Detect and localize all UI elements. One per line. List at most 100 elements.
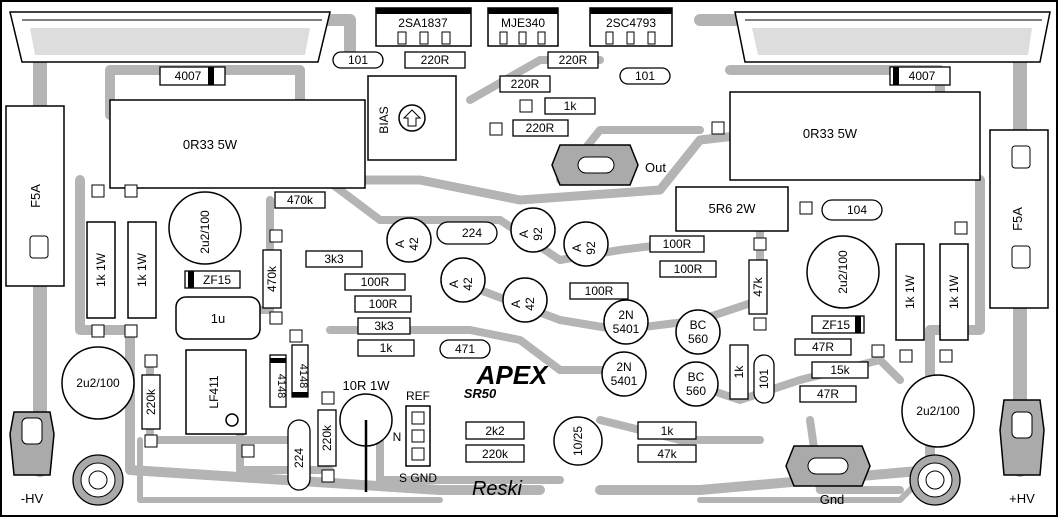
mounting-hole-left — [72, 454, 124, 506]
zener-zf15-left-label: ZF15 — [203, 273, 231, 287]
transistor-mje340: MJE340 — [487, 7, 559, 47]
zener-zf15-left — [184, 270, 241, 289]
transistor-mje340-label: MJE340 — [501, 16, 545, 30]
transistor-2n5401-b — [601, 351, 647, 397]
resistor-1k1w-d — [939, 243, 969, 341]
cap-2u2-top-right — [806, 235, 880, 309]
resistor-10r-label: 10R 1W — [343, 378, 391, 393]
resistor-47k-h — [637, 444, 697, 463]
cap-224-b-label: 224 — [292, 448, 306, 468]
zener-zf15-right-label: ZF15 — [822, 318, 850, 332]
bias-trimmer: BIAS — [367, 75, 457, 161]
diode-4007-left-label: 4007 — [175, 69, 202, 83]
a42-2-n: 42 — [461, 277, 475, 291]
transistor-a92-1 — [510, 207, 556, 253]
resistor-100r-c — [649, 235, 705, 253]
reski-signature: Reski — [472, 478, 523, 500]
transistor-2sa1837-label: 2SA1837 — [398, 16, 448, 30]
resistor-1k-mid-label: 1k — [380, 341, 394, 355]
resistor-0r33-right — [729, 91, 981, 181]
resistor-220r-d-label: 220R — [526, 121, 555, 135]
plus-hv-label: +HV — [1009, 491, 1035, 506]
t2n5401-a-bot: 5401 — [613, 322, 640, 336]
cap-224-b — [287, 419, 311, 491]
n-label: N — [393, 430, 402, 444]
transistor-2sc4793-label: 2SC4793 — [606, 16, 656, 30]
resistor-220k-c — [465, 444, 525, 463]
cap-471-label: 471 — [455, 342, 475, 356]
cap-2u2-bottom-left — [61, 346, 135, 420]
cap-2u2-bottom-left-label: 2u2/100 — [76, 376, 120, 390]
cap-1u-label: 1u — [211, 311, 225, 326]
cap-224-a — [436, 221, 498, 245]
resistor-47r-a — [794, 338, 852, 356]
out-label: Out — [645, 160, 666, 175]
resistor-220r-d — [512, 119, 569, 137]
cap-101-v — [753, 354, 775, 404]
resistor-0r33-left — [109, 99, 366, 189]
mounting-hole-right — [909, 454, 961, 506]
cap-2u2-bottom-right — [901, 374, 975, 448]
diode-4148-a — [269, 354, 287, 408]
transistor-a42-2 — [440, 257, 486, 303]
resistor-1k-v-label: 1k — [732, 365, 746, 379]
resistor-47r-b-label: 47R — [817, 387, 839, 401]
minus-hv-pad — [9, 411, 55, 476]
resistor-1k-b — [637, 421, 697, 440]
resistor-220r-b — [547, 51, 599, 69]
resistor-100r-b — [354, 295, 412, 313]
transistor-a42-3 — [502, 277, 548, 323]
cap-101-top-label: 101 — [348, 53, 368, 67]
resistor-2k2 — [465, 421, 525, 440]
t2n5401-b-bot: 5401 — [611, 374, 638, 388]
plus-hv-pad — [999, 399, 1045, 476]
cap-224-a-label: 224 — [462, 226, 482, 240]
resistor-1k1w-c — [895, 243, 925, 341]
diode-4007-right — [889, 66, 951, 86]
resistor-47k-v-label: 47k — [751, 276, 765, 296]
t2n5401-a-top: 2N — [618, 308, 633, 322]
resistor-100r-a — [344, 273, 406, 291]
resistor-1k-b-label: 1k — [661, 424, 675, 438]
resistor-5r6 — [675, 186, 789, 232]
cap-101-right — [619, 67, 671, 85]
cap-2u2-top-left-label: 2u2/100 — [198, 210, 212, 254]
fuse-right-label: F5A — [1010, 207, 1025, 231]
resistor-220k-b — [317, 409, 337, 467]
resistor-0r33-right-label: 0R33 5W — [803, 126, 858, 141]
transistor-2sc4793: 2SC4793 — [589, 7, 673, 47]
svg-text:APEX: APEX — [476, 360, 549, 390]
diode-4148-a-label: 4148 — [275, 374, 287, 398]
zener-zf15-right — [811, 315, 865, 334]
resistor-470k-v-label: 470k — [265, 265, 279, 292]
resistor-1k-v — [729, 344, 749, 400]
resistor-15k — [811, 361, 869, 379]
resistor-470k-v — [262, 249, 282, 309]
transistor-a42-1 — [386, 217, 432, 263]
bc560-b-top: BC — [688, 370, 705, 384]
cap-10-25-label: 10/25 — [571, 426, 585, 456]
resistor-470k-h — [274, 191, 326, 209]
resistor-1k1w-c-label: 1k 1W — [903, 274, 917, 309]
resistor-47r-a-label: 47R — [812, 340, 834, 354]
a92-2-a: A — [570, 244, 584, 252]
cap-2u2-top-right-label: 2u2/100 — [836, 250, 850, 294]
heatsink-right — [734, 11, 1051, 63]
transistor-2sa1837: 2SA1837 — [375, 7, 472, 47]
resistor-3k3-a — [305, 250, 363, 268]
output-pad — [551, 144, 639, 186]
transistor-bc560-b — [673, 361, 719, 407]
transistor-a92-2 — [563, 221, 609, 267]
transistor-2n5401-a — [603, 299, 649, 345]
resistor-1k-top-label: 1k — [564, 99, 578, 113]
resistor-15k-label: 15k — [830, 363, 850, 377]
t2n5401-b-top: 2N — [616, 360, 631, 374]
resistor-47k-h-label: 47k — [657, 447, 677, 461]
solder-pads — [91, 99, 968, 483]
heatsink-left — [9, 11, 331, 63]
resistor-220r-a-label: 220R — [421, 53, 450, 67]
resistor-220k-b-label: 220k — [320, 424, 334, 451]
svg-text:SR50: SR50 — [464, 386, 497, 401]
resistor-1k-mid — [357, 339, 415, 357]
